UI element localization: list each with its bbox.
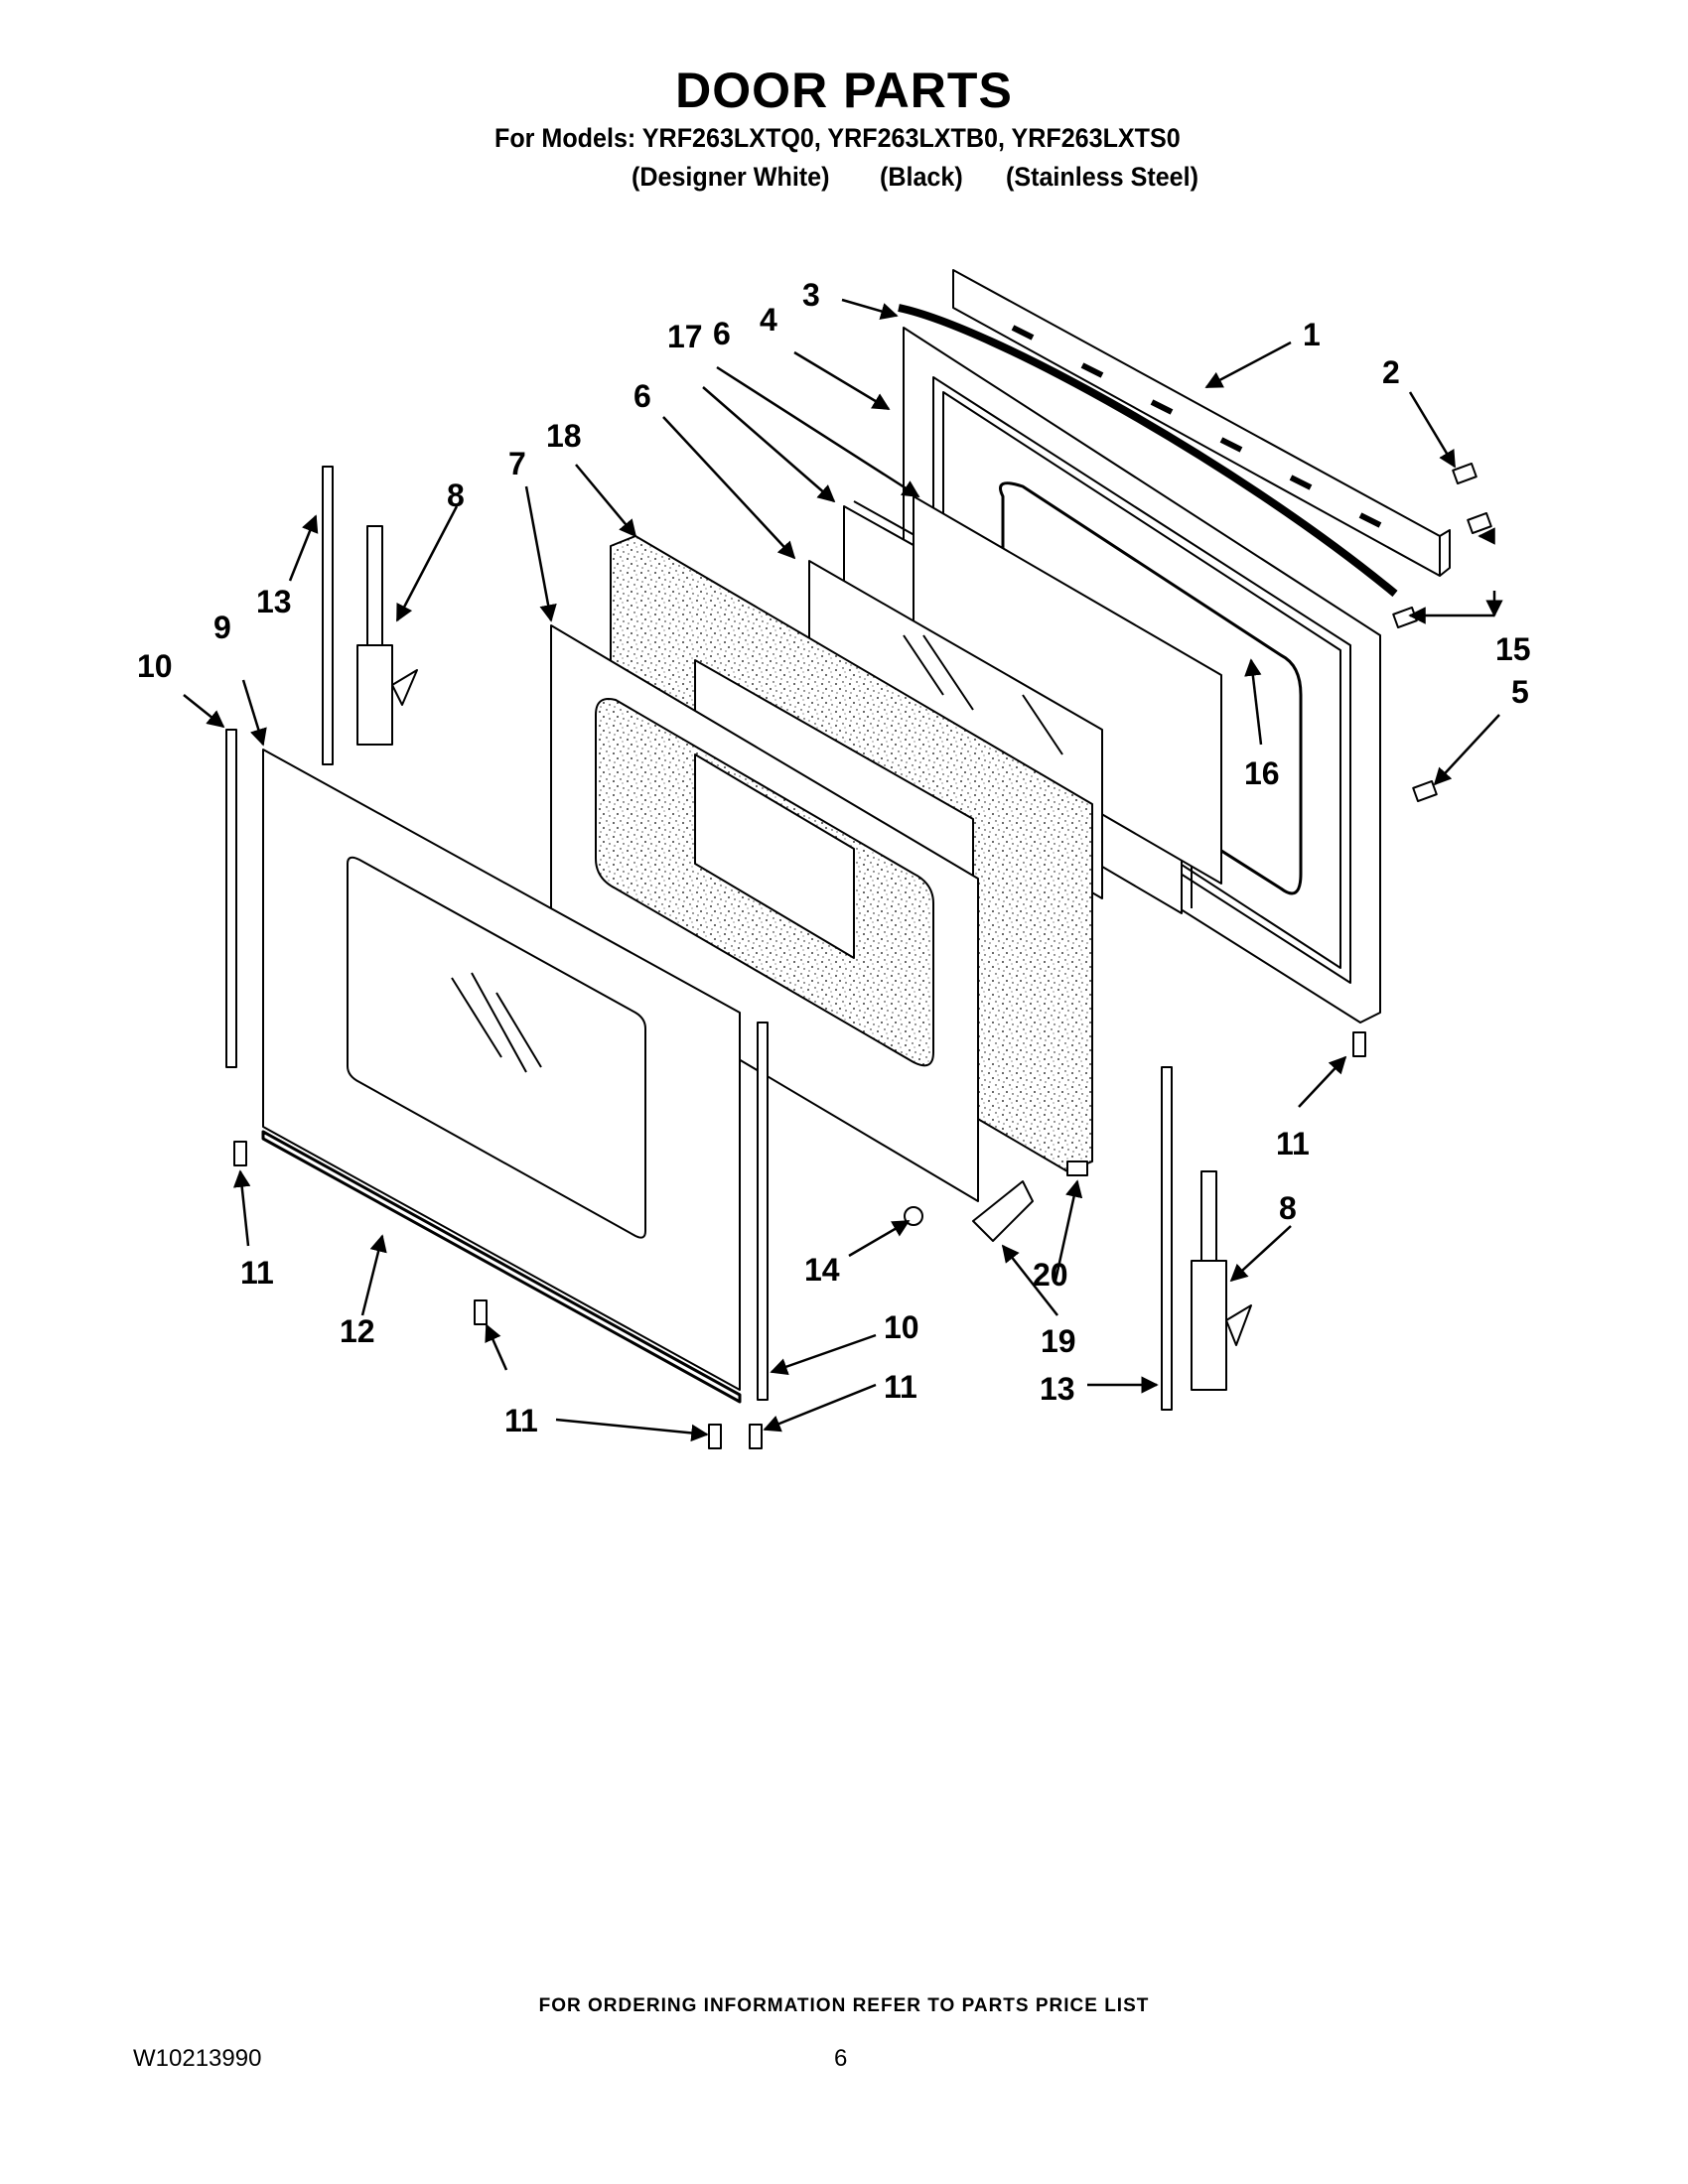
- variant-black: (Black): [880, 162, 963, 192]
- callout-17: 17: [667, 319, 703, 354]
- callout-16: 16: [1244, 755, 1280, 791]
- leader-lines: [183, 298, 1503, 1442]
- callout-13-left: 13: [256, 584, 292, 619]
- models-line: For Models: YRF263LXTQ0, YRF263LXTB0, YR…: [494, 123, 1181, 153]
- variant-stainless-steel: (Stainless Steel): [1006, 162, 1198, 192]
- variant-designer-white: (Designer White): [632, 162, 830, 192]
- vent-trim-part: [952, 269, 1451, 577]
- callout-14: 14: [804, 1252, 840, 1288]
- hinge-right-part: [1191, 1170, 1252, 1391]
- callout-15: 15: [1495, 631, 1531, 667]
- callout-18: 18: [546, 418, 582, 454]
- screws: [233, 463, 1492, 1449]
- page-title: DOOR PARTS: [675, 63, 1013, 118]
- hinge-receiver-right-part: [1161, 1066, 1173, 1411]
- callout-11-bottom-left: 11: [504, 1403, 538, 1438]
- side-trim-right-part: [757, 1022, 769, 1401]
- document-number: W10213990: [133, 2045, 262, 2072]
- callout-11-left: 11: [240, 1255, 274, 1291]
- callout-3: 3: [802, 277, 820, 313]
- page-number: 6: [834, 2045, 848, 2072]
- callout-12: 12: [340, 1313, 375, 1349]
- outer-door-panel-part: [262, 749, 741, 1391]
- bottom-trim-part: [261, 1130, 742, 1404]
- callout-8-right: 8: [1279, 1190, 1297, 1226]
- ordering-note: FOR ORDERING INFORMATION REFER TO PARTS …: [538, 1995, 1150, 2016]
- callout-10-right: 10: [884, 1309, 919, 1345]
- callout-19: 19: [1041, 1323, 1076, 1359]
- trim-strip-part: [898, 304, 1398, 598]
- callout-6-lower: 6: [633, 378, 651, 414]
- callout-5: 5: [1511, 674, 1529, 710]
- callout-10-left: 10: [137, 648, 173, 684]
- callout-1: 1: [1303, 317, 1321, 352]
- hinge-receiver-left-part: [322, 466, 334, 765]
- callout-11-right: 11: [1276, 1126, 1310, 1161]
- side-trim-left-part: [225, 729, 237, 1068]
- callout-4: 4: [760, 302, 777, 338]
- callout-7: 7: [508, 446, 526, 481]
- callout-20: 20: [1033, 1257, 1068, 1293]
- callout-8-left: 8: [447, 478, 465, 513]
- callout-9: 9: [213, 610, 231, 645]
- hinge-left-part: [356, 525, 418, 746]
- callout-11-bottom-right: 11: [884, 1369, 917, 1405]
- callout-2: 2: [1382, 354, 1400, 390]
- door-liner-part: [550, 624, 979, 1202]
- callout-13-right: 13: [1040, 1371, 1075, 1407]
- callout-6-upper: 6: [713, 316, 731, 351]
